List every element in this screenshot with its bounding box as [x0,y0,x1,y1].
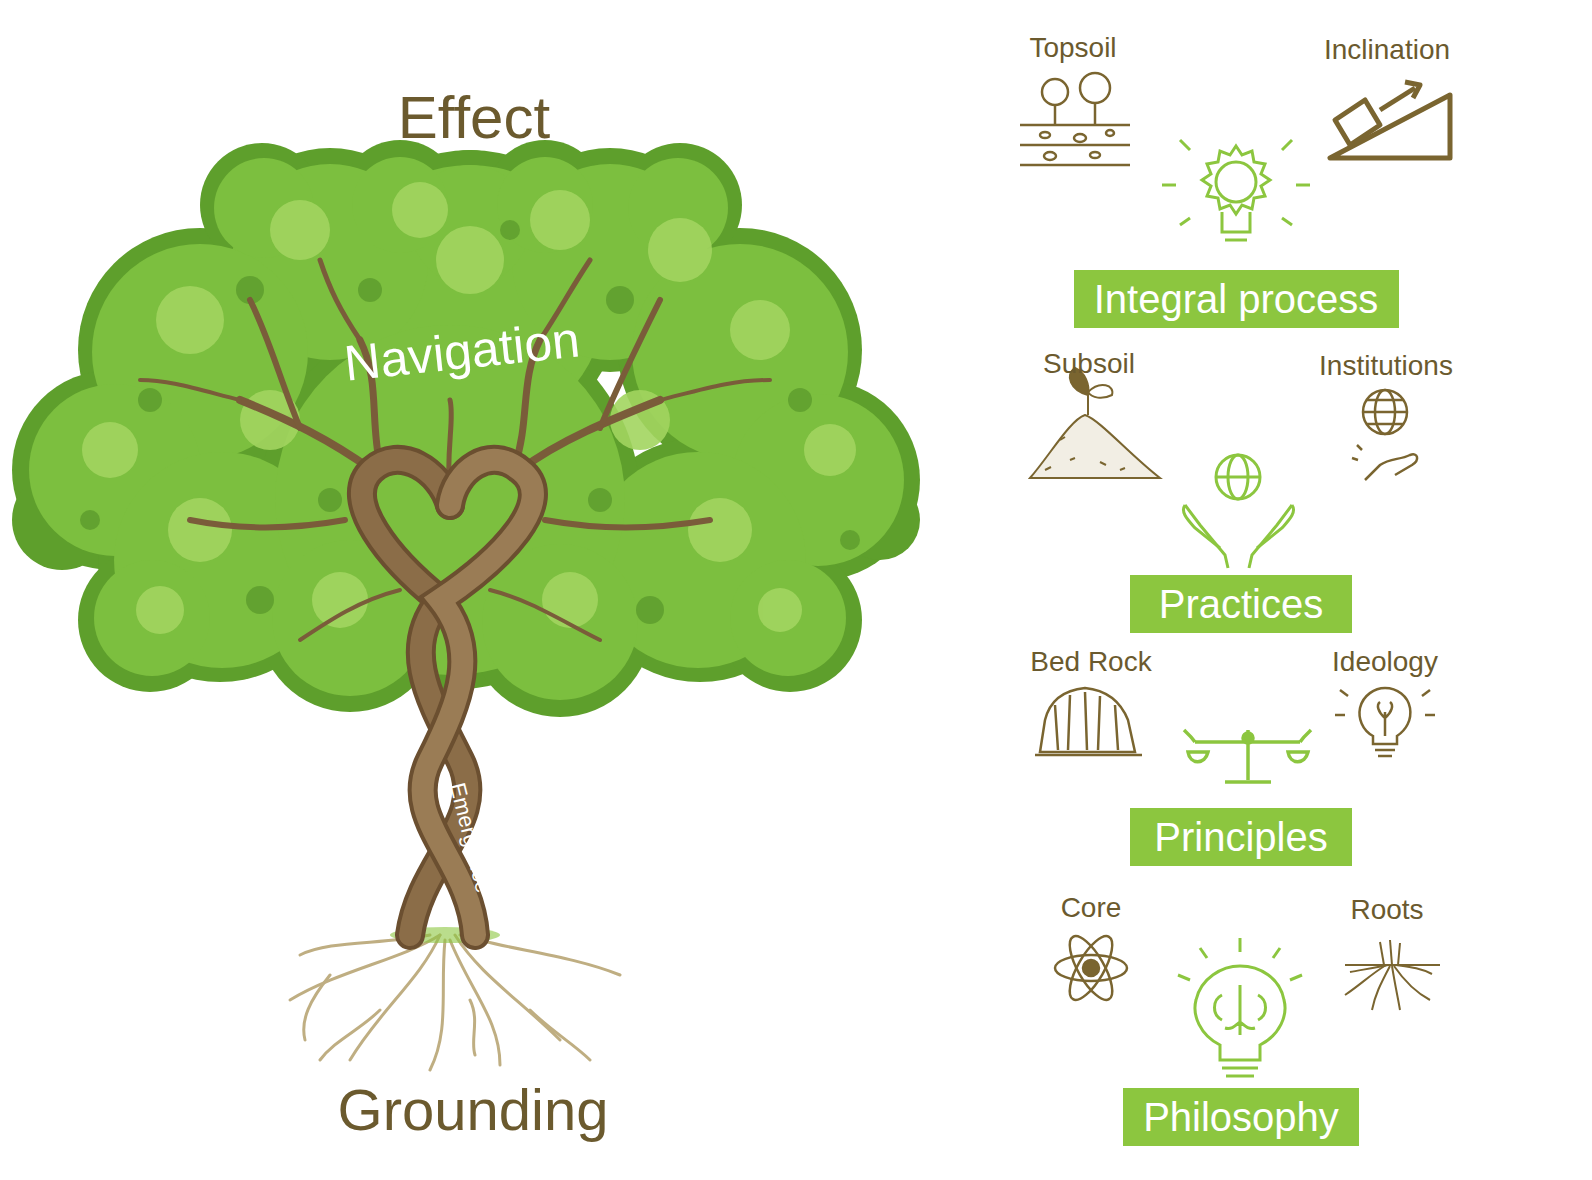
integral-process-icon [1162,140,1310,240]
level-band: Practices [1130,575,1352,633]
canopy-label: Navigation [342,312,583,391]
bed-rock-icon [1035,688,1142,755]
practices-icon [1183,455,1293,568]
tree-roots [290,935,620,1070]
icon-label: Bed Rock [1030,647,1151,678]
tree-trunk [362,460,533,935]
icon-label: Inclination [1324,35,1450,66]
core-icon [1055,930,1127,1005]
subsoil-icon [1030,368,1160,478]
top-heading: Effect [398,85,550,151]
icon-label: Subsoil [1043,349,1135,380]
topsoil-icon [1020,73,1130,165]
band-label: Practices [1148,577,1334,631]
institutions-icon [1352,390,1417,480]
band-label: Philosophy [1141,1090,1341,1144]
icon-label: Roots [1350,895,1423,926]
level-band: Principles [1130,808,1352,866]
band-label: Principles [1148,810,1334,864]
principles-icon [1184,730,1311,782]
icon-label: Institutions [1319,351,1453,382]
inclination-icon [1330,82,1450,158]
roots-icon [1345,940,1440,1010]
bottom-heading: Grounding [338,1078,609,1142]
icon-label: Core [1061,893,1122,924]
icon-label: Topsoil [1029,33,1116,64]
ideology-icon [1335,688,1435,756]
level-band: Philosophy [1123,1088,1359,1146]
philosophy-icon [1178,938,1302,1076]
trunk-label: Emergence [445,780,496,895]
band-label: Integral process [1092,272,1381,326]
icon-label: Ideology [1332,647,1438,678]
level-band: Integral process [1074,270,1399,328]
